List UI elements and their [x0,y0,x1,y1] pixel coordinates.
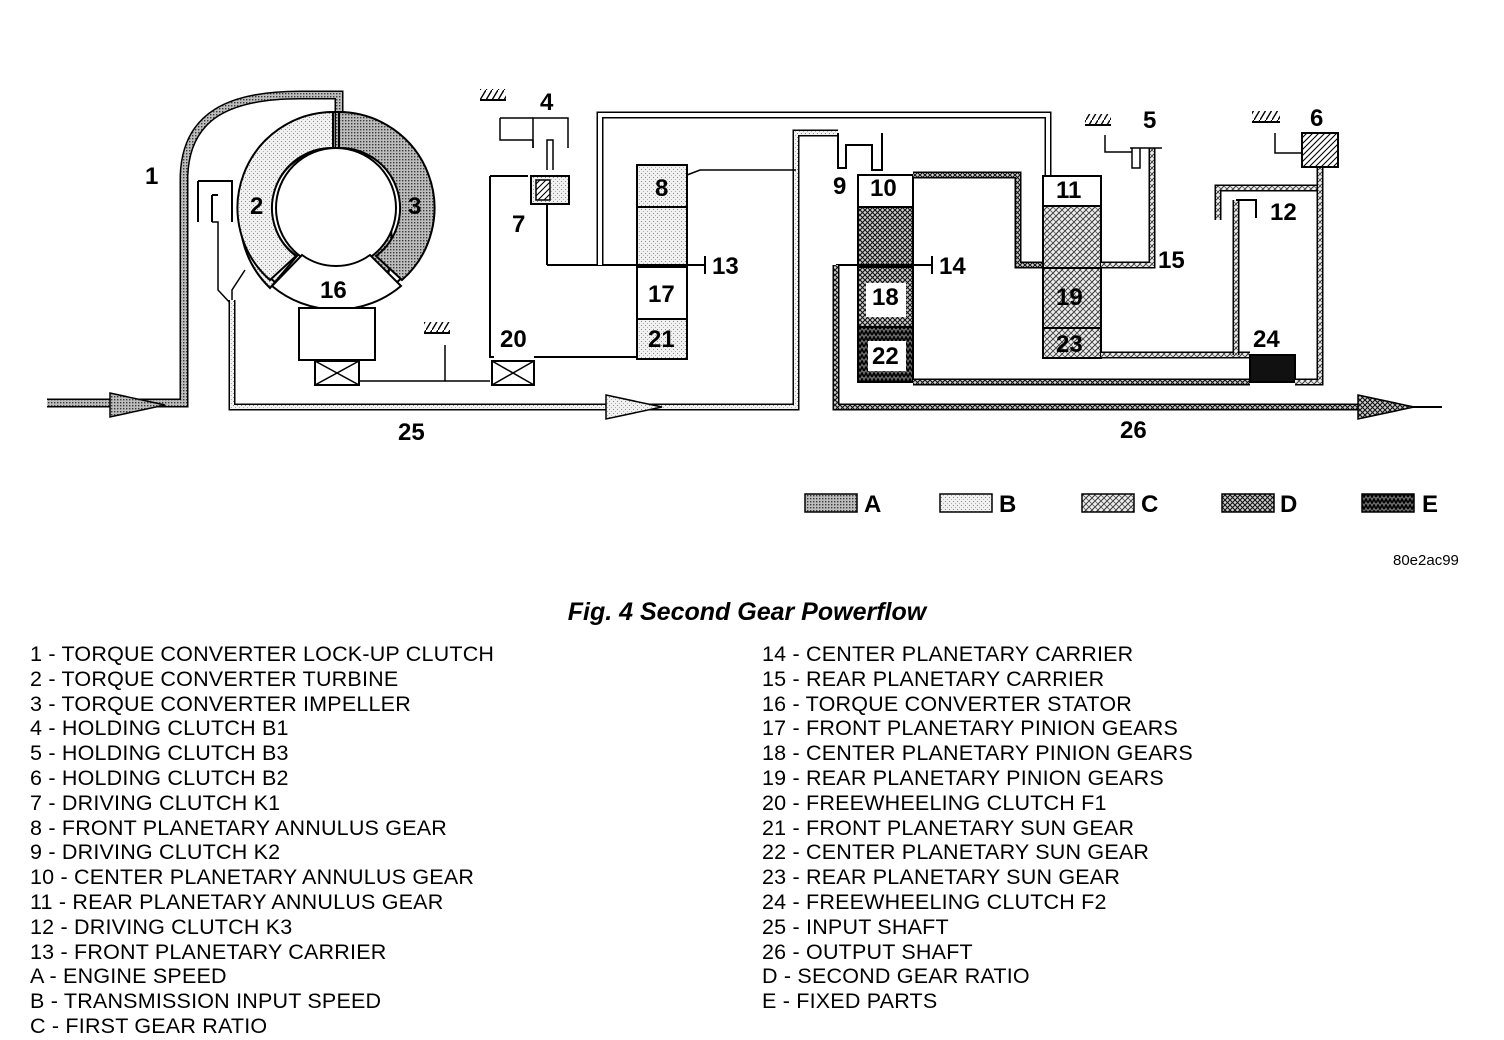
label-23: 23 [1056,331,1083,358]
label-19: 19 [1056,284,1083,311]
freewheel-f2-block [1249,354,1296,383]
legend-item: B - TRANSMISSION INPUT SPEED [30,989,382,1014]
label-18: 18 [872,284,899,311]
output-shaft-arrow [1357,394,1415,420]
front-planetary [489,164,796,360]
legend-item: 13 - FRONT PLANETARY CARRIER [30,939,387,964]
fill-pattern-legend: A B C D E [804,491,1438,518]
legend-item: 3 - TORQUE CONVERTER IMPELLER [30,691,411,716]
swatch-a-label: A [864,491,881,518]
legend-item: E - FIXED PARTS [762,989,938,1014]
swatch-e-label: E [1422,491,1438,518]
label-25: 25 [398,419,425,446]
swatch-e [1361,493,1415,513]
label-2: 2 [250,193,263,220]
legend-item: 6 - HOLDING CLUTCH B2 [30,765,289,790]
legend-item: 1 - TORQUE CONVERTER LOCK-UP CLUTCH [30,642,495,666]
rear-planetary [1042,114,1250,359]
label-3: 3 [408,193,421,220]
legend-item: 17 - FRONT PLANETARY PINION GEARS [762,716,1179,741]
legend-item: 23 - REAR PLANETARY SUN GEAR [762,865,1121,890]
legend-item: 21 - FRONT PLANETARY SUN GEAR [762,815,1135,840]
image-code: 80e2ac99 [1393,552,1459,569]
swatch-d-label: D [1280,491,1297,518]
label-15: 15 [1158,247,1185,274]
label-22: 22 [872,343,899,370]
label-7: 7 [512,211,525,238]
legend-item: 5 - HOLDING CLUTCH B3 [30,741,289,766]
swatch-b-label: B [999,491,1016,518]
carrier-to-annulus-link [596,111,1052,265]
legend-item: 7 - DRIVING CLUTCH K1 [30,790,281,815]
clutch-k1-b1 [480,89,570,265]
legend-item: 10 - CENTER PLANETARY ANNULUS GEAR [30,865,475,890]
legend-item: C - FIRST GEAR RATIO [30,1013,268,1038]
legend-item: 19 - REAR PLANETARY PINION GEARS [762,765,1164,790]
component-labels: 1 2 3 4 5 6 7 8 9 10 11 12 13 14 15 16 1… [145,89,1323,446]
legend-item: 16 - TORQUE CONVERTER STATOR [762,691,1132,716]
label-12: 12 [1270,199,1297,226]
label-6: 6 [1310,105,1323,132]
freewheel-f1 [359,322,535,386]
legend-item: 18 - CENTER PLANETARY PINION GEARS [762,741,1193,766]
legend-item: 25 - INPUT SHAFT [762,914,949,939]
label-24: 24 [1253,326,1280,353]
label-20: 20 [500,326,527,353]
label-17: 17 [648,281,675,308]
legend-item: 20 - FREEWHEELING CLUTCH F1 [762,790,1107,815]
label-26: 26 [1120,417,1147,444]
label-9: 9 [833,173,846,200]
swatch-c-label: C [1141,491,1158,518]
label-11: 11 [1056,177,1081,204]
legend-item: 11 - REAR PLANETARY ANNULUS GEAR [30,889,444,914]
label-4: 4 [540,89,554,116]
swatch-b [939,493,993,513]
label-14: 14 [939,253,966,280]
center-planetary [836,133,1044,383]
clutch-k3-b2-f2 [1214,111,1339,386]
label-16: 16 [320,277,347,304]
legend-item: 14 - CENTER PLANETARY CARRIER [762,642,1134,666]
legend-item: 8 - FRONT PLANETARY ANNULUS GEAR [30,815,447,840]
label-10: 10 [870,175,897,202]
legend-left-column: 1 - TORQUE CONVERTER LOCK-UP CLUTCH 2 - … [30,642,494,1039]
swatch-d [1221,493,1275,513]
input-shaft [228,129,838,420]
stator-segment [270,253,403,311]
legend-right-column: 14 - CENTER PLANETARY CARRIER 15 - REAR … [762,642,1193,1014]
legend-item: A - ENGINE SPEED [30,964,227,989]
figure-title: Fig. 4 Second Gear Powerflow [567,598,927,626]
torque-converter [47,90,436,418]
legend-item: D - SECOND GEAR RATIO [762,964,1030,989]
output-shaft [832,265,1442,420]
legend-item: 15 - REAR PLANETARY CARRIER [762,666,1105,691]
label-21: 21 [648,326,675,353]
label-1: 1 [145,163,158,190]
legend-item: 2 - TORQUE CONVERTER TURBINE [30,666,399,691]
swatch-a [804,493,858,513]
label-5: 5 [1143,107,1156,134]
legend-item: 12 - DRIVING CLUTCH K3 [30,914,293,939]
powerflow-diagram: 1 2 3 4 5 6 7 8 9 10 11 12 13 14 15 16 1… [47,89,1459,569]
label-8: 8 [655,175,668,202]
input-shaft-arrow [605,394,663,420]
legend-item: 22 - CENTER PLANETARY SUN GEAR [762,840,1150,865]
legend-item: 9 - DRIVING CLUTCH K2 [30,840,281,865]
legend-item: 24 - FREEWHEELING CLUTCH F2 [762,889,1107,914]
label-13: 13 [712,253,739,280]
legend-item: 26 - OUTPUT SHAFT [762,939,973,964]
legend-item: 4 - HOLDING CLUTCH B1 [30,716,289,741]
engine-input-arrow [109,392,166,418]
swatch-c [1081,493,1135,513]
